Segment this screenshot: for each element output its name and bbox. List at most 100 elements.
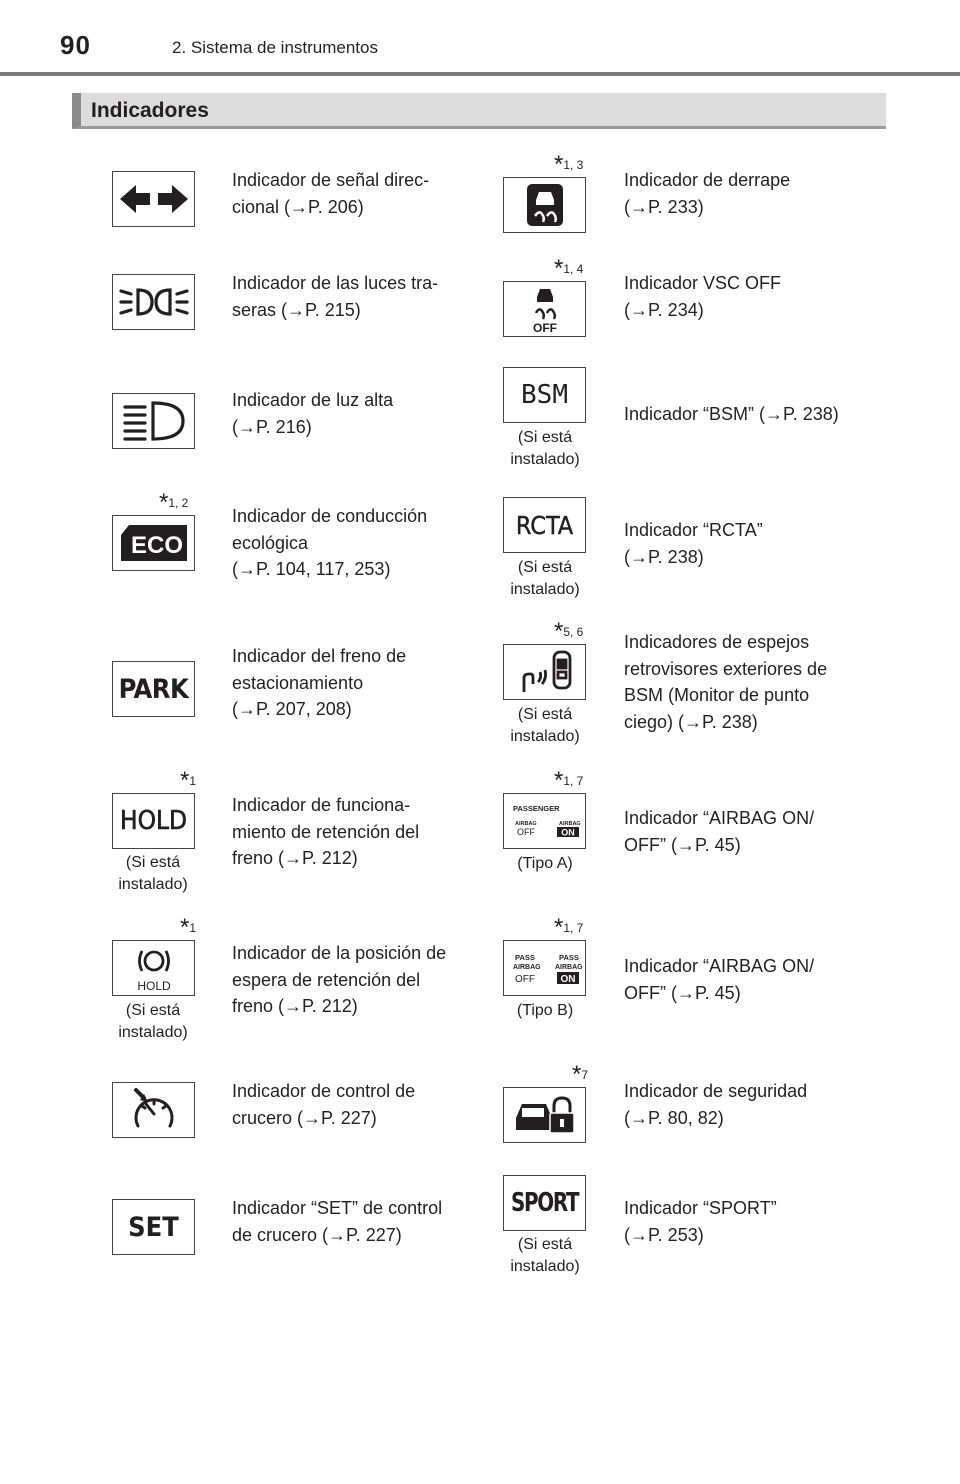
desc-line: ecológica [232,532,309,553]
desc-line: (→P. 80, 82) [624,1107,724,1128]
footnote-mark-num: 1, 2 [168,496,189,510]
desc-line: de crucero (→P. 227) [232,1224,402,1245]
park-icon: PARK [112,661,195,717]
desc-line: Indicador “SET” de control [232,1198,443,1218]
footnote-mark-num: 7 [581,1068,589,1082]
desc-line: seras (→P. 215) [232,299,361,320]
desc-line: Indicador del freno de [232,646,407,666]
hold-small-text: HOLD [137,979,171,993]
airbag-on-text-b: ON [560,974,575,985]
desc-line: Indicador “BSM” (→P. 238) [624,404,839,424]
footnote-mark: *1, 4 [554,255,584,282]
desc-line: Indicador de señal direc- [232,170,430,190]
indicator-description: Indicador VSC OFF (→P. 234) [624,270,870,323]
type-note: (Tipo A) [517,855,573,872]
desc-line: freno (→P. 212) [232,848,358,868]
desc-line: (→P. 233) [624,196,704,217]
vsc-off-icon: OFF [503,281,586,337]
indicator-description: Indicador de seguridad (→P. 80, 82) [624,1078,870,1131]
turn-signal-icon [112,171,195,227]
security-indicator-icon [503,1087,586,1143]
tail-lights-icon [112,274,195,330]
rcta-icon: RCTA [503,497,586,553]
park-text: PARK [118,673,189,705]
indicator-description: Indicador “RCTA” (→P. 238) [624,517,870,570]
install-note: (Si está instalado) [510,706,580,745]
footnote-mark: *1 [180,914,197,941]
desc-line: Indicador de derrape [624,170,791,190]
sport-text: SPORT [510,1188,580,1218]
set-text: SET [128,1211,179,1243]
footnote-mark-num: 1, 4 [563,262,584,276]
desc-line: Indicador de conducción [232,506,428,526]
passenger-text: PASSENGER [513,804,560,813]
install-note: (Si está instalado) [510,429,580,468]
pass-text-1: PASS [515,953,535,962]
off-text: OFF [533,321,557,333]
indicator-description: Indicador “AIRBAG ON/ OFF” (→P. 45) [624,953,870,1006]
type-note: (Tipo B) [516,1002,574,1019]
desc-line: crucero (→P. 227) [232,1107,377,1128]
desc-line: Indicador de control de [232,1081,416,1101]
indicator-description: Indicador “SPORT” (→P. 253) [624,1195,870,1248]
slip-indicator-icon [503,177,586,233]
pass-text-2: PASS [559,953,579,962]
desc-line: (→P. 234) [624,299,704,320]
indicator-description: Indicador de derrape (→P. 233) [624,167,870,220]
footnote-mark: *1, 7 [554,914,584,941]
desc-line: miento de retención del [232,821,420,842]
desc-line: Indicador “AIRBAG ON/ [624,808,815,828]
desc-line: retrovisores exteriores de [624,658,828,679]
install-note: (Si está instalado) [118,854,188,893]
desc-line: estacionamiento [232,672,364,693]
airbag-on-text: ON [561,828,575,838]
airbag-type-a-icon: PASSENGER AIRBAG OFF AIRBAG ON [503,793,586,849]
desc-line: Indicador de funciona- [232,795,411,815]
high-beam-icon [112,393,195,449]
airbag-text-b2: AIRBAG [555,964,583,971]
indicator-description: Indicador de las luces tra- seras (→P. 2… [232,270,478,323]
install-note: (Si está instalado) [510,1236,580,1275]
desc-line: Indicador de luz alta [232,390,394,410]
desc-line: Indicadores de espejos [624,632,810,652]
install-note: (Si está instalado) [118,1002,188,1041]
bsm-text: BSM [521,380,568,410]
desc-line: BSM (Monitor de punto [624,685,810,705]
chapter-title: 2. Sistema de instrumentos [172,38,378,57]
desc-line: (→P. 253) [624,1224,704,1245]
airbag-off-text: OFF [517,827,535,837]
indicator-description: Indicadores de espejos retrovisores exte… [624,629,870,735]
hold-text: HOLD [119,806,188,837]
footnote-mark: *1, 2 [159,489,189,516]
outside-mirror-bsm-icon [503,644,586,700]
footnote-mark-num: 1, 3 [563,158,584,172]
section-title: Indicadores [91,99,209,122]
footnote-mark: *1 [180,767,197,794]
set-icon: SET [112,1199,195,1255]
desc-line: Indicador de seguridad [624,1081,808,1101]
indicator-description: Indicador “AIRBAG ON/ OFF” (→P. 45) [624,805,870,858]
bsm-icon: BSM [503,367,586,423]
brake-hold-standby-icon: HOLD [112,940,195,996]
footnote-mark: *1, 3 [554,151,584,178]
desc-line: OFF” (→P. 45) [624,834,741,855]
desc-line: Indicador “AIRBAG ON/ [624,956,815,976]
desc-line: (→P. 104, 117, 253) [232,559,391,579]
desc-line: OFF” (→P. 45) [624,982,741,1003]
desc-line: Indicador “SPORT” [624,1198,777,1218]
footnote-mark: *5, 6 [554,618,584,645]
desc-line: Indicador de la posición de [232,943,447,963]
desc-line: (→P. 216) [232,416,312,437]
cruise-control-icon [112,1082,195,1138]
desc-line: Indicador “RCTA” [624,520,763,540]
desc-line: (→P. 238) [624,546,704,567]
footnote-mark-num: 1 [189,921,197,935]
rcta-text: RCTA [515,510,574,540]
footnote-mark: *7 [572,1061,589,1088]
eco-icon: ECO [112,515,195,571]
indicator-description: Indicador de control de crucero (→P. 227… [232,1078,478,1131]
footnote-mark-num: 1, 7 [563,774,584,788]
airbag-label-1: AIRBAG [515,821,537,827]
desc-line: freno (→P. 212) [232,996,358,1016]
header-rule [0,72,960,76]
